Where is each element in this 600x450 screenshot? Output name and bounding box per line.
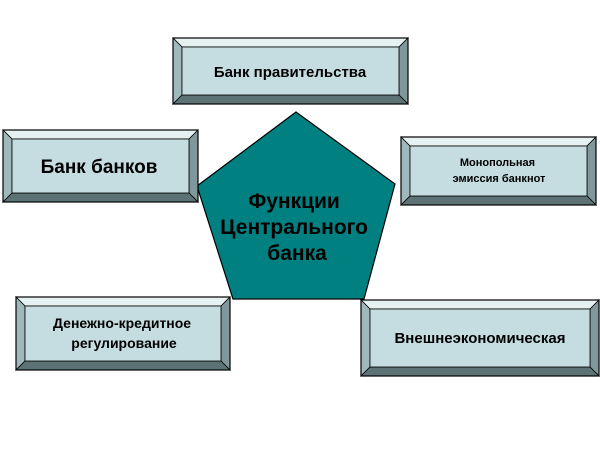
box-outline xyxy=(400,136,597,206)
box-label-line: Внешнеэкономическая xyxy=(394,330,565,347)
center-title-line-3: банка xyxy=(267,242,327,265)
box-bevel-bottom xyxy=(400,195,597,206)
function-box-monopoly-emission: Монопольная эмиссия банкнот xyxy=(400,136,597,206)
box-label-line: Банк правительства xyxy=(214,64,367,81)
function-box-foreign-economic: Внешнеэкономическая xyxy=(360,299,600,377)
box-bevel-bottom xyxy=(2,192,199,203)
center-title-line-2: Центрального xyxy=(220,216,368,239)
box-bevel-top xyxy=(2,129,199,140)
box-bevel-bottom xyxy=(360,366,600,377)
box-label-monopoly-emission: Монопольная эмиссия банкнот xyxy=(453,157,546,185)
box-label-bank-of-government: Банк правительства xyxy=(214,64,367,81)
box-face xyxy=(409,145,588,197)
center-node: Функции Центрального банка xyxy=(196,111,396,300)
box-face xyxy=(11,138,190,194)
box-label-line-1: Монопольная xyxy=(460,157,535,169)
function-box-bank-of-banks: Банк банков xyxy=(2,129,199,203)
center-title: Функции Центрального банка xyxy=(220,190,374,265)
box-label-line-2: регулирование xyxy=(71,335,177,351)
function-box-monetary-regulation: Денежно-кредитное регулирование xyxy=(15,296,231,371)
box-bevel-right xyxy=(398,37,409,105)
box-outline xyxy=(15,296,231,371)
box-label-monetary-regulation: Денежно-кредитное регулирование xyxy=(53,315,195,351)
box-bevel-right xyxy=(188,129,199,203)
center-title-line-1: Функции xyxy=(248,190,340,213)
box-bevel-top xyxy=(15,296,231,307)
box-label-line: Банк банков xyxy=(41,157,158,178)
box-bevel-left xyxy=(172,37,183,105)
box-outline xyxy=(360,299,600,377)
box-bevel-top xyxy=(400,136,597,147)
box-bevel-right xyxy=(586,136,597,206)
box-label-line-1: Денежно-кредитное xyxy=(53,315,191,331)
function-box-bank-of-government: Банк правительства xyxy=(172,37,409,105)
box-outline xyxy=(172,37,409,105)
box-face xyxy=(369,308,591,368)
box-bevel-top xyxy=(360,299,600,310)
box-face xyxy=(181,46,400,96)
box-label-bank-of-banks: Банк банков xyxy=(41,157,158,178)
box-bevel-bottom xyxy=(172,94,409,105)
box-label-line-2: эмиссия банкнот xyxy=(453,173,546,185)
box-face xyxy=(24,305,222,362)
box-bevel-left xyxy=(360,299,371,377)
box-label-foreign-economic: Внешнеэкономическая xyxy=(394,330,565,347)
box-bevel-left xyxy=(15,296,26,371)
box-outline xyxy=(2,129,199,203)
box-bevel-right xyxy=(220,296,231,371)
box-bevel-bottom xyxy=(15,360,231,371)
box-bevel-right xyxy=(589,299,600,377)
box-bevel-left xyxy=(2,129,13,203)
central-pentagon-shape xyxy=(196,111,396,300)
box-bevel-top xyxy=(172,37,409,48)
box-bevel-left xyxy=(400,136,411,206)
